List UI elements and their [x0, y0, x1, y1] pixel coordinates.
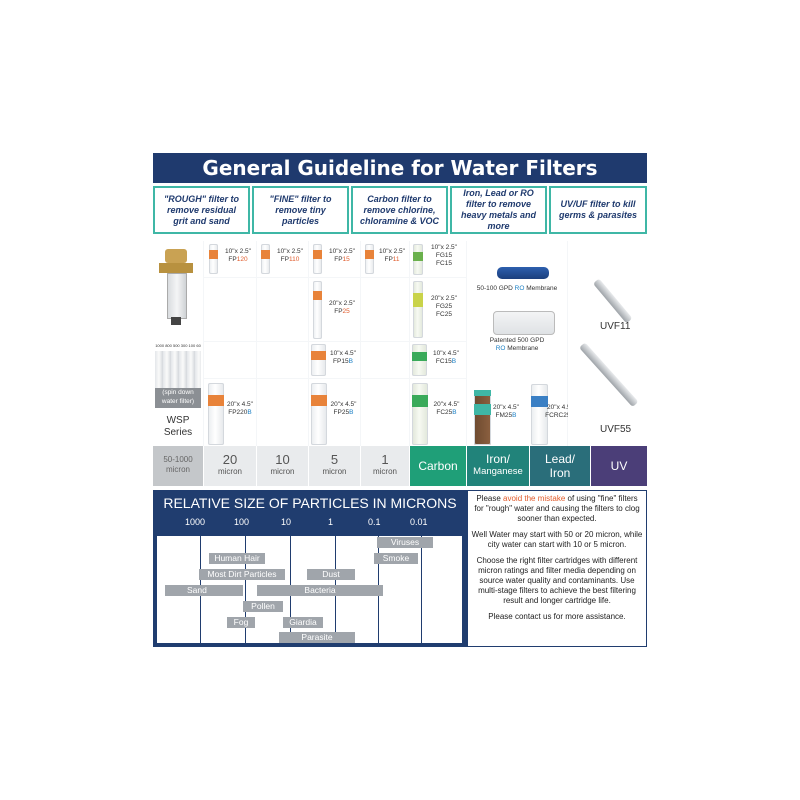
advice-well-water: Well Water may start with 50 or 20 micro…: [471, 530, 643, 549]
particle-size-panel: RELATIVE SIZE OF PARTICLES IN MICRONS 10…: [153, 490, 467, 647]
cell-fp15: 10"x 2.5" FP15: [309, 241, 360, 277]
bar-parasite: Parasite: [279, 632, 355, 643]
scale-100: 100: [234, 517, 250, 527]
filter-grid: 1000 800 500 300 100 60 (spin down water…: [153, 241, 647, 446]
micron-uv: UV: [591, 446, 647, 486]
cell-fc25b: 20"x 4.5" FC25B: [410, 379, 466, 446]
page-title: General Guideline for Water Filters: [153, 153, 647, 183]
cell-fp120: 10"x 2.5" FP120: [204, 241, 256, 277]
micron-lead: Lead/ Iron: [530, 446, 590, 486]
bar-viruses: Viruses: [377, 537, 433, 548]
micron-20: 20 micron: [204, 446, 256, 486]
ro-membrane-big-image: [493, 311, 555, 335]
scale-10: 10: [281, 517, 292, 527]
bar-sand: Sand: [165, 585, 243, 596]
header-iron-lead-ro: Iron, Lead or RO filter to remove heavy …: [450, 186, 547, 234]
cell-fp25: 20"x 2.5" FP25: [309, 278, 360, 341]
header-rough: "ROUGH" filter to remove residual grit a…: [153, 186, 250, 234]
cell-fc15b: 10"x 4.5" FC15B: [410, 342, 466, 378]
cell-empty-10-a: [257, 278, 308, 341]
fm25b-image: [474, 390, 491, 445]
micron-iron: Iron/ Manganese: [467, 446, 529, 486]
micron-10: 10 micron: [257, 446, 308, 486]
fcrc25b-image: [531, 384, 548, 445]
cell-fg15: 10"x 2.5" FG15 FC15: [410, 241, 466, 277]
bar-fog: Fog: [227, 617, 255, 628]
scale-0-01: 0.01: [410, 517, 428, 527]
bar-smoke: Smoke: [374, 553, 418, 564]
wsp-cartridges-image: 1000 800 500 300 100 60: [155, 343, 201, 395]
uvf55-label: UVF55: [600, 424, 632, 435]
cell-fp220b: 20"x 4.5" FP220B: [204, 379, 256, 446]
scale-1000: 1000: [185, 517, 206, 527]
advice-mistake: Please avoid the mistake of using "fine"…: [474, 494, 640, 523]
cell-fp110: 10"x 2.5" FP110: [257, 241, 308, 277]
wsp-column: 1000 800 500 300 100 60 (spin down water…: [153, 241, 203, 446]
cell-empty-1-c: [361, 379, 409, 446]
advice-panel: Please avoid the mistake of using "fine"…: [467, 490, 647, 647]
uvf11-image: [592, 278, 633, 324]
particle-size-title: RELATIVE SIZE OF PARTICLES IN MICRONS: [163, 495, 457, 511]
ro-membrane-small-image: [497, 267, 549, 279]
uv-area: UVF11 UVF55: [568, 241, 647, 446]
uvf55-image: [579, 342, 639, 408]
ro-big-label: Patented 500 GPD RO Membrane: [489, 337, 545, 352]
cell-empty-10-b: [257, 342, 308, 378]
bar-human-hair: Human Hair: [209, 553, 265, 564]
micron-5: 5 micron: [309, 446, 360, 486]
cell-empty-10-c: [257, 379, 308, 446]
header-carbon: Carbon filter to remove chlorine, chlora…: [351, 186, 448, 234]
advice-contact: Please contact us for more assistance.: [488, 612, 626, 621]
micron-wsp: 50-1000 micron: [153, 446, 203, 486]
micron-carbon: Carbon: [410, 446, 466, 486]
cell-fg25: 20"x 2.5" FG25 FC25: [410, 278, 466, 341]
wsp-series: Series: [163, 427, 193, 438]
scale-1: 1: [328, 517, 334, 527]
header-uv: UV/UF filter to kill germs & parasites: [549, 186, 647, 234]
infographic: General Guideline for Water Filters "ROU…: [153, 153, 647, 647]
wsp-note: (spin down water filter): [155, 388, 201, 408]
fm25b-label: 20"x 4.5" FM25B: [493, 404, 519, 419]
scale-0-1: 0.1: [368, 517, 381, 527]
particle-chart: Viruses Human Hair Smoke Most Dirt Parti…: [157, 536, 462, 643]
advice-choose: Choose the right filter cartridges with …: [476, 556, 638, 605]
wsp-housing-image: [159, 249, 193, 327]
micron-1: 1 micron: [361, 446, 409, 486]
cell-empty-20-b: [204, 342, 256, 378]
header-fine: "FINE" filter to remove tiny particles: [252, 186, 349, 234]
wsp-name: WSP: [166, 415, 190, 426]
cell-empty-1-a: [361, 278, 409, 341]
bar-pollen: Pollen: [243, 601, 283, 612]
cell-fp25b: 20"x 4.5" FP25B: [309, 379, 360, 446]
bar-most-dirt-particles: Most Dirt Particles: [199, 569, 285, 580]
uvf11-label: UVF11: [600, 321, 631, 332]
cell-empty-1-b: [361, 342, 409, 378]
bar-bacteria: Bacteria: [257, 585, 383, 596]
cell-empty-20-a: [204, 278, 256, 341]
iron-lead-area: 50-100 GPD RO Membrane Patented 500 GPD …: [467, 241, 575, 446]
cell-fp15b: 10"x 4.5" FP15B: [309, 342, 360, 378]
cell-fp11: 10"x 2.5" FP11: [361, 241, 409, 277]
bar-dust: Dust: [307, 569, 355, 580]
bar-giardia: Giardia: [283, 617, 323, 628]
ro-small-label: 50-100 GPD RO Membrane: [476, 285, 558, 292]
